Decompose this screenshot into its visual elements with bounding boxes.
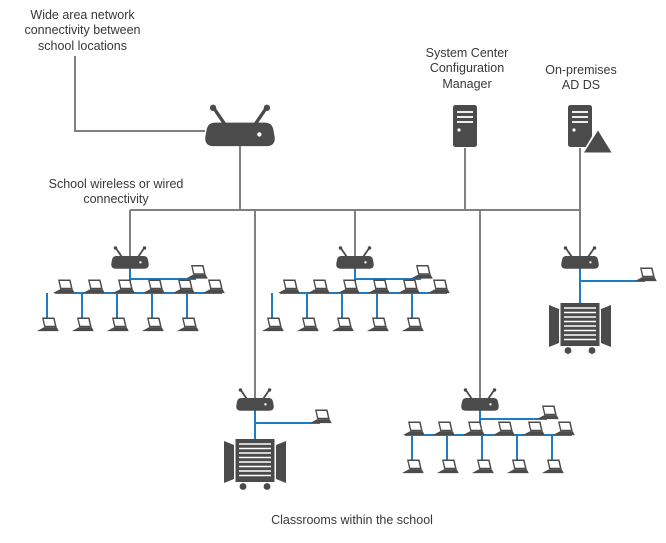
laptop-icon xyxy=(522,421,545,436)
laptop-icon xyxy=(427,279,450,294)
laptop-icon xyxy=(462,421,485,436)
laptop-icon xyxy=(471,459,494,474)
cluster-right-links xyxy=(579,266,645,306)
laptop-cart-icon xyxy=(223,438,287,490)
cluster-bottomright-laptops xyxy=(401,405,575,474)
laptop-icon xyxy=(185,265,208,279)
laptop-icon xyxy=(172,279,195,294)
wan-label: Wide area network connectivity between s… xyxy=(24,8,141,53)
sccm-server-icon xyxy=(452,104,478,148)
laptop-icon xyxy=(106,317,129,332)
laptop-icon xyxy=(401,317,424,332)
ad-ds-server-icon xyxy=(567,104,593,148)
laptop-cart-icon xyxy=(548,302,612,354)
sccm-label: System Center Configuration Manager xyxy=(425,46,509,91)
laptop-icon xyxy=(52,279,75,294)
laptop-icon xyxy=(492,421,515,436)
laptop-icon xyxy=(202,279,225,294)
laptop-icon xyxy=(337,279,360,294)
laptop-icon xyxy=(552,421,575,436)
wireless-router-icon xyxy=(203,104,277,148)
classrooms-label: Classrooms within the school xyxy=(271,513,433,527)
laptop-icon xyxy=(634,267,657,282)
laptop-icon xyxy=(410,265,433,279)
laptop-icon xyxy=(402,421,425,436)
laptop-icon xyxy=(536,405,559,420)
laptop-icon xyxy=(296,317,319,332)
laptop-icon xyxy=(506,459,529,474)
laptop-icon xyxy=(176,317,199,332)
wan-connection-line xyxy=(74,56,205,132)
school-connectivity-label: School wireless or wired connectivity xyxy=(48,177,184,207)
gray-connections xyxy=(74,56,581,399)
laptop-icon xyxy=(541,459,564,474)
ad-ds-triangle-icon xyxy=(584,130,612,153)
ad-ds-label: On-premises AD DS xyxy=(545,63,617,93)
laptop-icon xyxy=(82,279,105,294)
laptop-icon xyxy=(366,317,389,332)
connection-stubs xyxy=(46,293,188,318)
connection-stubs xyxy=(411,435,553,460)
laptop-icon xyxy=(436,459,459,474)
connection-stubs xyxy=(271,293,413,318)
cluster-bottomleft-links xyxy=(254,408,320,442)
laptop-icon xyxy=(307,279,330,294)
laptop-icon xyxy=(141,317,164,332)
laptop-icon xyxy=(432,421,455,436)
laptop-icon xyxy=(112,279,135,294)
laptop-icon xyxy=(261,317,284,332)
laptop-icon xyxy=(36,317,59,332)
laptop-icon xyxy=(142,279,165,294)
laptop-icon xyxy=(331,317,354,332)
laptop-icon xyxy=(309,409,332,424)
laptop-icon xyxy=(367,279,390,294)
laptop-icon xyxy=(397,279,420,294)
laptop-icon xyxy=(277,279,300,294)
laptop-icon xyxy=(71,317,94,332)
laptop-icon xyxy=(401,459,424,474)
